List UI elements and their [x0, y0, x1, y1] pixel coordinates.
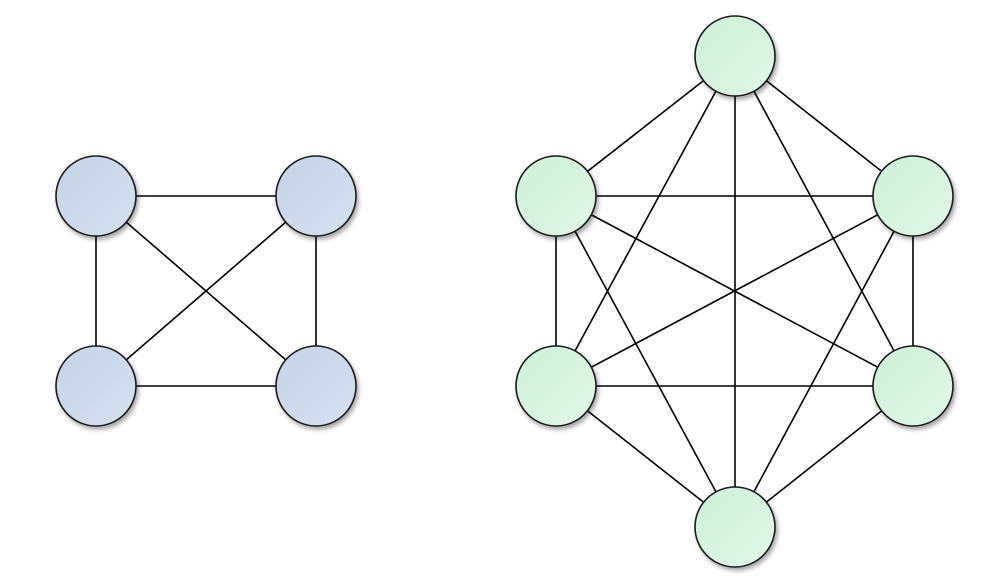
complete-graph-6 — [515, 15, 954, 568]
edge-0-4 — [734, 55, 914, 387]
edge-1-2 — [95, 195, 317, 387]
node-1 — [515, 155, 597, 237]
edge-0-3 — [555, 55, 736, 387]
node-4 — [872, 345, 954, 427]
node-3 — [275, 345, 357, 427]
nodes — [515, 15, 954, 568]
edges — [555, 55, 914, 528]
complete-graph-4 — [55, 155, 357, 427]
edge-2-3 — [555, 195, 914, 387]
node-0 — [694, 15, 776, 97]
node-5 — [694, 486, 776, 568]
node-0 — [55, 155, 137, 237]
node-2 — [55, 345, 137, 427]
edges — [95, 195, 317, 387]
edge-2-5 — [734, 195, 914, 528]
nodes — [55, 155, 357, 427]
node-1 — [275, 155, 357, 237]
node-3 — [515, 345, 597, 427]
node-2 — [872, 155, 954, 237]
edge-1-5 — [555, 195, 736, 528]
